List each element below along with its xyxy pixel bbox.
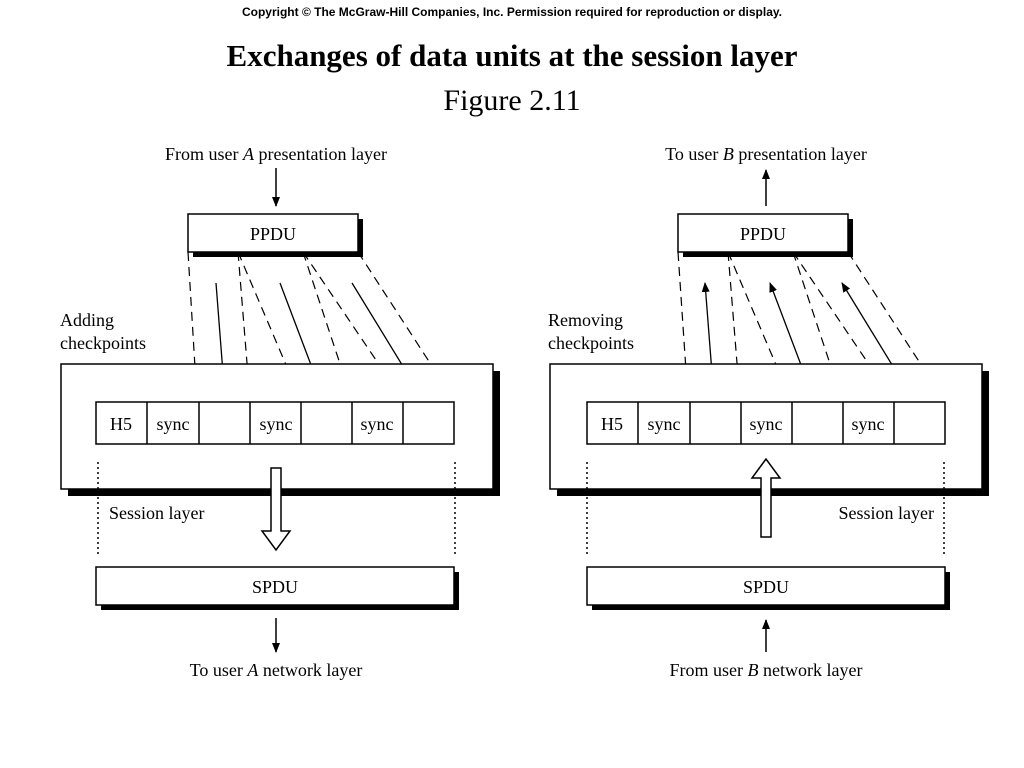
left-panel: From user A presentation layer PPDU Addi…: [60, 144, 500, 680]
right-ppdu-label: PPDU: [740, 224, 786, 244]
right-cell-h5: H5: [601, 414, 623, 434]
right-data-unit-row: H5 sync sync sync: [586, 401, 946, 445]
left-cell-sync-3: sync: [361, 414, 394, 434]
left-cell-sync-1: sync: [157, 414, 190, 434]
right-side-label-line1: Removing: [548, 310, 623, 330]
left-cell-h5: H5: [110, 414, 132, 434]
left-side-label-line2: checkpoints: [60, 333, 146, 353]
copyright-notice: Copyright © The McGraw-Hill Companies, I…: [241, 5, 783, 19]
left-ppdu-label: PPDU: [250, 224, 296, 244]
left-row-frame: [95, 401, 455, 445]
right-top-label: To user B presentation layer: [665, 144, 867, 164]
right-ppdu-box: [677, 213, 849, 253]
right-spdu-label: SPDU: [743, 577, 789, 597]
page-title: Exchanges of data units at the session l…: [226, 38, 798, 73]
right-side-label-line2: checkpoints: [548, 333, 634, 353]
left-side-label-line1: Adding: [60, 310, 114, 330]
right-panel: To user B presentation layer PPDU Removi…: [548, 144, 989, 680]
left-data-unit-row: H5 sync sync sync: [95, 401, 455, 445]
left-spdu-label: SPDU: [252, 577, 298, 597]
left-top-label: From user A presentation layer: [165, 144, 387, 164]
left-ppdu-box: [187, 213, 359, 253]
right-upward-block-arrow: [750, 457, 782, 538]
left-bottom-label: To user A network layer: [190, 660, 363, 680]
left-cell-sync-2: sync: [260, 414, 293, 434]
right-session-layer-label: Session layer: [839, 503, 934, 523]
figure-number: Figure 2.11: [443, 84, 581, 117]
left-spdu-box: [95, 566, 455, 606]
right-spdu-box: [586, 566, 946, 606]
left-session-layer-label: Session layer: [109, 503, 204, 523]
right-cell-sync-2: sync: [750, 414, 783, 434]
left-downward-block-arrow: [260, 467, 292, 552]
right-cell-sync-3: sync: [852, 414, 885, 434]
right-cell-sync-1: sync: [648, 414, 681, 434]
right-bottom-label: From user B network layer: [670, 660, 863, 680]
right-row-frame: [586, 401, 946, 445]
